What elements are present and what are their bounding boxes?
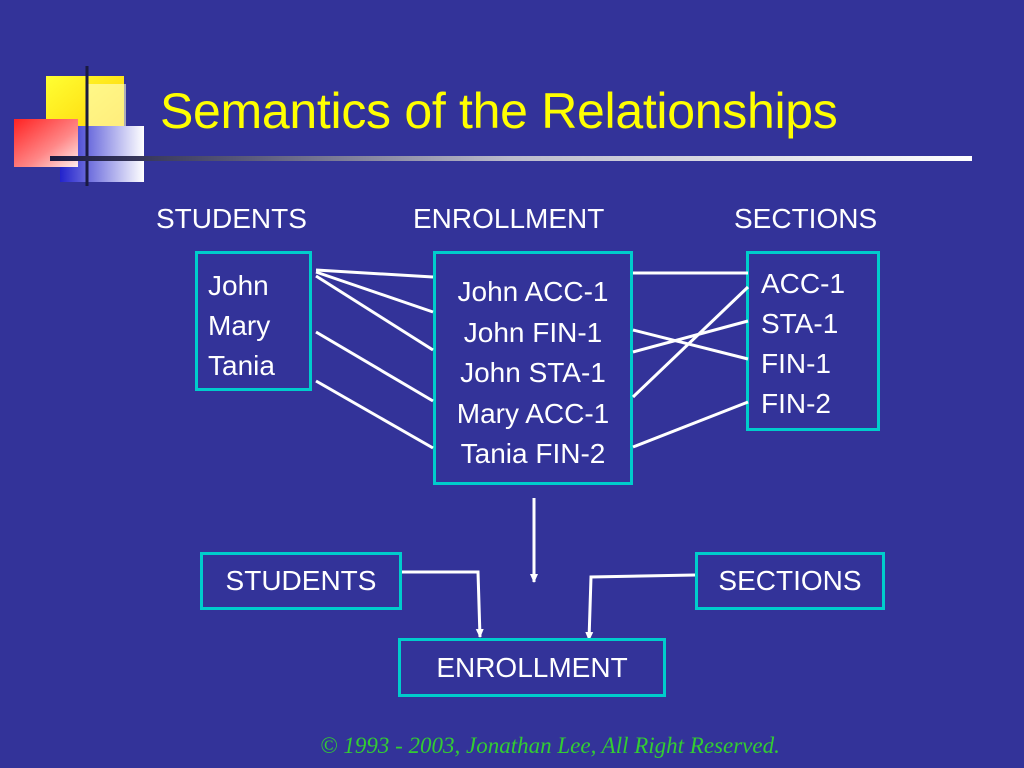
enrollment-item: Mary ACC-1 [456, 397, 610, 429]
student-item: John [208, 270, 269, 301]
students-entity: STUDENTS [200, 552, 402, 610]
link-john-fin1-fin1 [632, 328, 749, 361]
title-divider [50, 156, 972, 161]
header-sections: SECTIONS [734, 203, 878, 234]
section-item: FIN-1 [761, 348, 831, 379]
students-list: John Mary Tania [195, 251, 312, 391]
slide-title: Semantics of the Relationships [160, 83, 838, 139]
link-john-sta1-sta1 [632, 319, 749, 354]
student-item: Tania [208, 350, 275, 381]
section-item: FIN-2 [761, 388, 831, 419]
link-john-john-sta1 [315, 274, 434, 352]
enrollment-item: John STA-1 [460, 357, 606, 388]
link-john-john-fin1 [315, 270, 434, 314]
enrollment-item: Tania FIN-2 [460, 438, 606, 469]
enrollment-item: John ACC-1 [457, 276, 609, 307]
sections-to-enrollment-connector [585, 573, 696, 641]
header-enrollment: ENROLLMENT [413, 203, 605, 234]
students-to-enrollment-connector [402, 570, 484, 638]
section-item: STA-1 [761, 308, 839, 339]
logo-white-square [88, 84, 126, 128]
enrollment-item: John FIN-1 [463, 316, 603, 348]
section-item: ACC-1 [761, 268, 846, 299]
link-tania-fin2-fin2 [632, 400, 749, 449]
sections-entity: SECTIONS [695, 552, 885, 610]
copyright-footer: © 1993 - 2003, Jonathan Lee, All Right R… [320, 733, 780, 758]
sections-list: ACC-1 STA-1 FIN-1 FIN-2 [746, 251, 880, 431]
link-tania-tania-fin2 [315, 379, 434, 450]
enrollment-list: John ACC-1 John FIN-1 John STA-1 Mary AC… [433, 251, 633, 485]
link-mary-mary-acc1 [315, 330, 434, 403]
link-john-john-acc1 [315, 268, 434, 279]
header-students: STUDENTS [156, 203, 307, 234]
enrollment-entity: ENROLLMENT [398, 638, 666, 697]
link-mary-acc1-acc1 [631, 285, 750, 399]
student-item: Mary [208, 310, 271, 341]
